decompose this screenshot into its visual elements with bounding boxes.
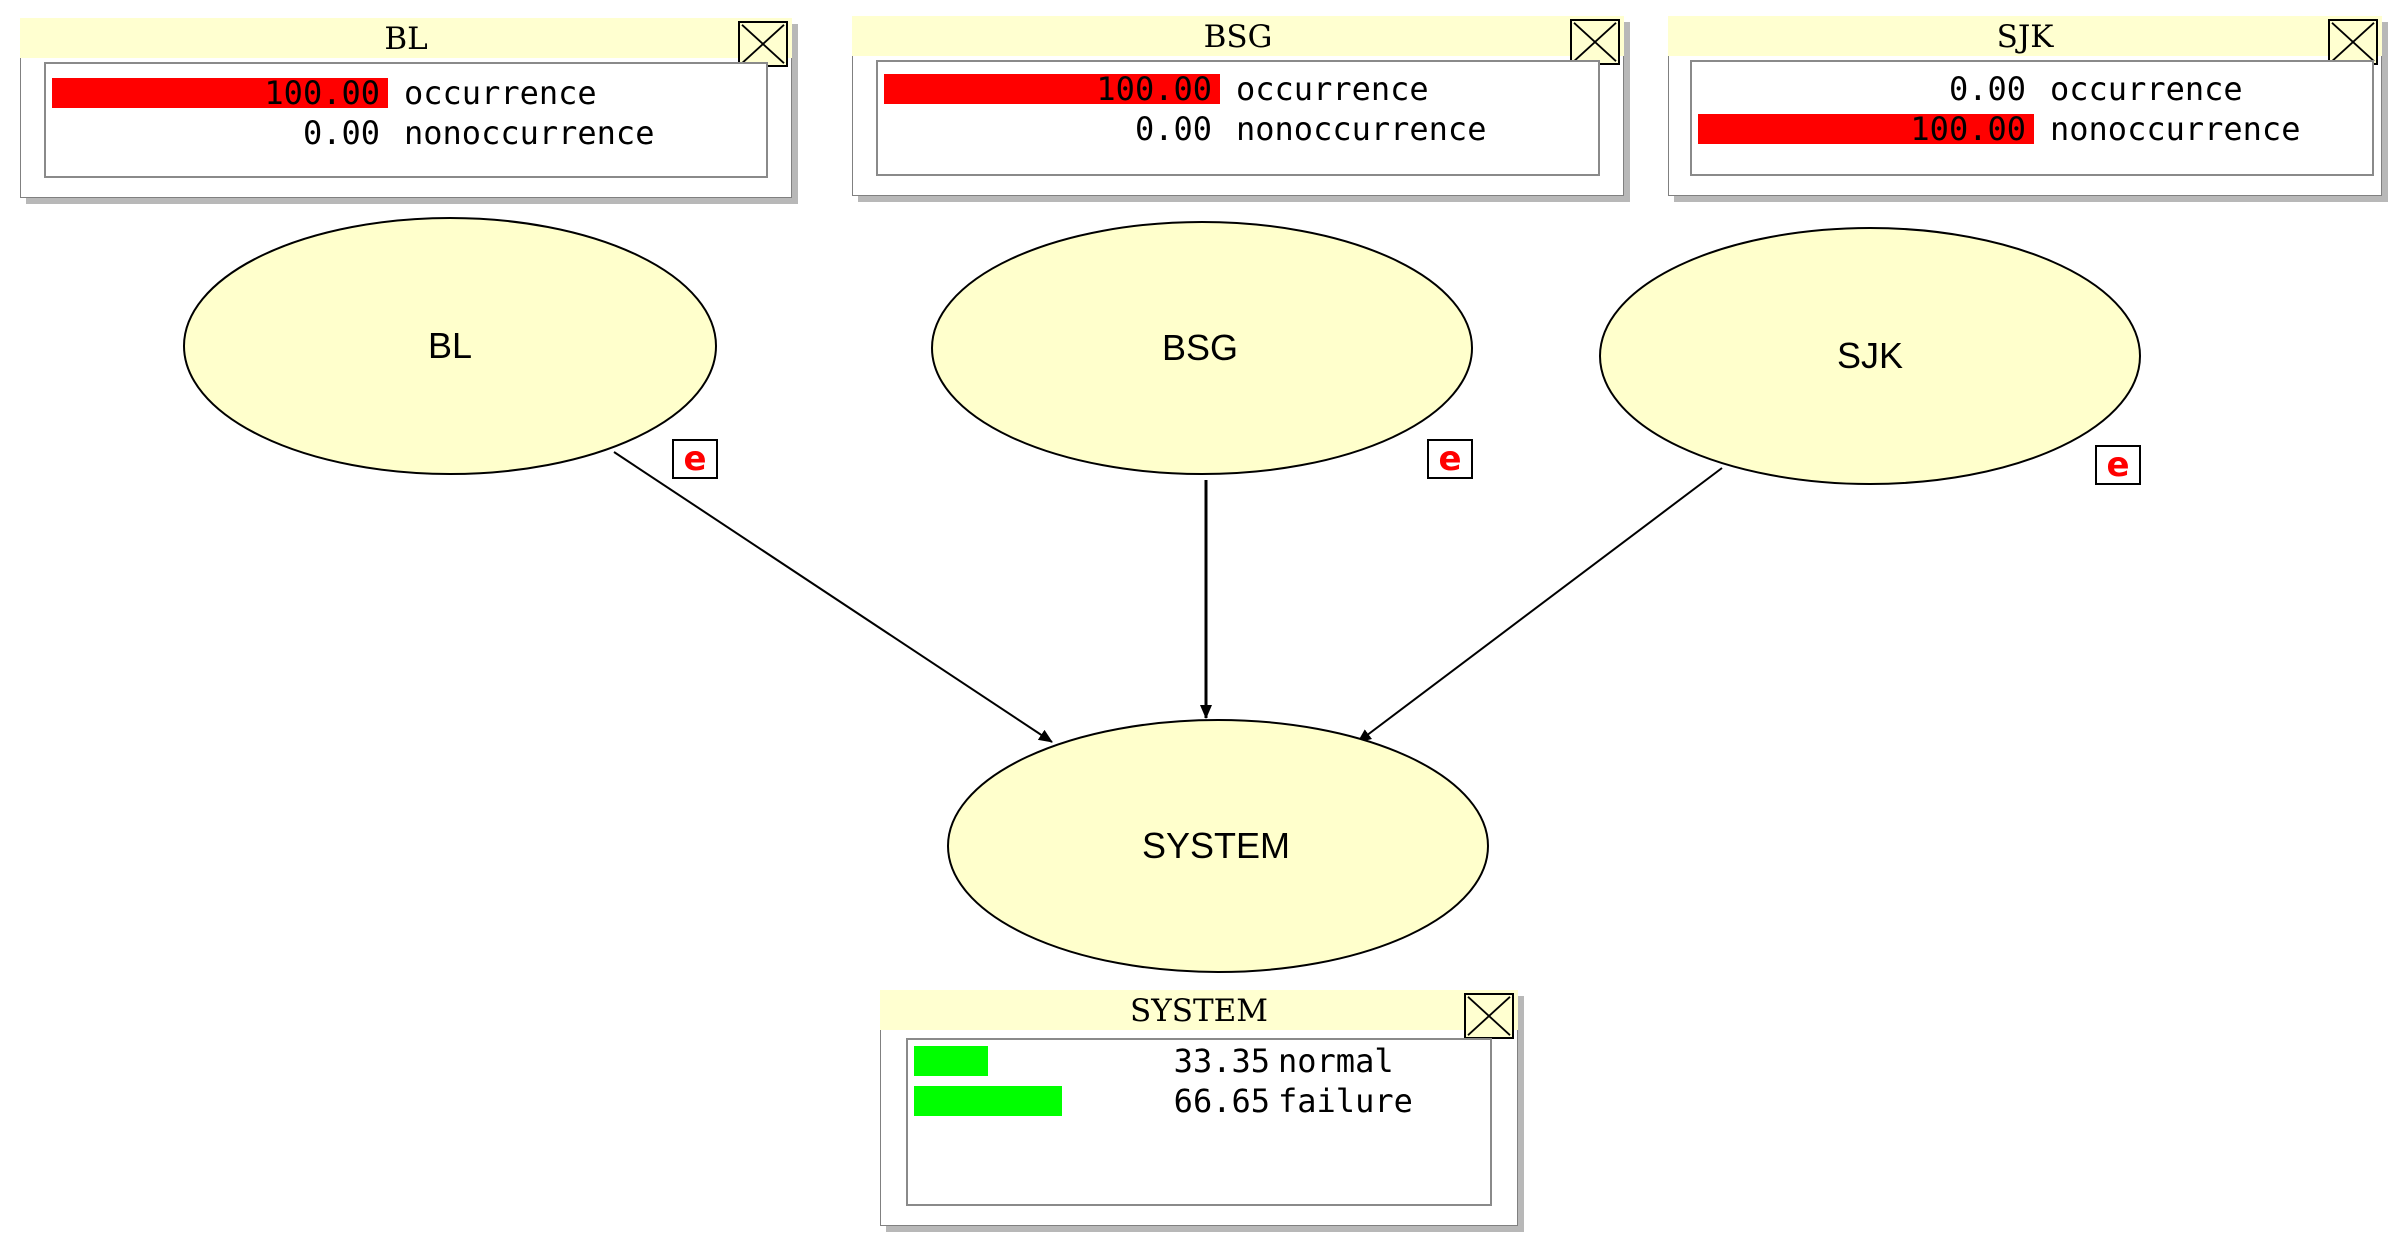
state-label: occurrence <box>404 74 597 112</box>
node-system-label: SYSTEM <box>1142 825 1290 866</box>
belief-value: 0.00 <box>1948 70 2026 108</box>
monitor-bsg[interactable]: BSG 100.00 occurrence 0.00 nonoccurrence <box>852 16 1630 202</box>
state-label: nonoccurrence <box>1236 110 1487 148</box>
belief-value: 33.35 <box>1173 1042 1270 1080</box>
state-row-occurrence: 100.00 occurrence <box>52 76 766 110</box>
belief-value: 100.00 <box>1910 110 2026 148</box>
belief-value: 0.00 <box>1134 110 1212 148</box>
monitor-bsg-states: 100.00 occurrence 0.00 nonoccurrence <box>876 60 1600 176</box>
belief-value: 100.00 <box>264 74 380 112</box>
evidence-marker-bsg[interactable]: e <box>1427 439 1473 479</box>
state-label: nonoccurrence <box>2050 110 2301 148</box>
belief-value: 100.00 <box>1096 70 1212 108</box>
monitor-sjk-title: SJK <box>1668 16 2382 56</box>
node-sjk-label: SJK <box>1837 335 1903 376</box>
state-row-occurrence: 0.00 occurrence <box>1698 72 2372 106</box>
node-bl-label: BL <box>428 325 472 366</box>
monitor-sjk[interactable]: SJK 0.00 occurrence 100.00 nonoccurrence <box>1668 16 2388 202</box>
monitor-system-title: SYSTEM <box>880 990 1518 1030</box>
monitor-bl-title: BL <box>20 18 792 58</box>
node-bl[interactable]: BL <box>183 217 717 475</box>
node-system[interactable]: SYSTEM <box>947 719 1489 973</box>
state-label: normal <box>1278 1042 1394 1080</box>
belief-bar <box>914 1086 1062 1116</box>
state-row-nonoccurrence: 0.00 nonoccurrence <box>884 112 1598 146</box>
evidence-marker-bsg-text: e <box>1438 439 1461 479</box>
evidence-marker-sjk-text: e <box>2106 445 2129 485</box>
monitor-system[interactable]: SYSTEM 33.35 normal 66.65 failure <box>880 990 1524 1232</box>
state-row-failure: 66.65 failure <box>914 1084 1490 1118</box>
close-icon[interactable] <box>738 21 788 67</box>
evidence-marker-bl[interactable]: e <box>672 439 718 479</box>
evidence-marker-sjk[interactable]: e <box>2095 445 2141 485</box>
state-label: occurrence <box>2050 70 2243 108</box>
arc-bl-to-system[interactable] <box>613 451 1053 743</box>
close-icon[interactable] <box>1464 993 1514 1039</box>
state-label: nonoccurrence <box>404 114 655 152</box>
close-icon[interactable] <box>2328 19 2378 65</box>
monitor-system-states: 33.35 normal 66.65 failure <box>906 1038 1492 1206</box>
node-bsg-label: BSG <box>1162 327 1238 368</box>
state-label: occurrence <box>1236 70 1429 108</box>
close-icon[interactable] <box>1570 19 1620 65</box>
monitor-bsg-title: BSG <box>852 16 1624 56</box>
monitor-sjk-states: 0.00 occurrence 100.00 nonoccurrence <box>1690 60 2374 176</box>
state-row-normal: 33.35 normal <box>914 1044 1490 1078</box>
belief-bar <box>1698 114 2034 144</box>
monitor-bl-states: 100.00 occurrence 0.00 nonoccurrence <box>44 62 768 178</box>
belief-bar <box>52 78 388 108</box>
node-bsg[interactable]: BSG <box>931 221 1473 475</box>
belief-value: 66.65 <box>1173 1082 1270 1120</box>
arc-sjk-to-system[interactable] <box>1357 467 1723 743</box>
monitor-bl[interactable]: BL 100.00 occurrence 0.00 nonoccurrence <box>20 18 798 204</box>
state-row-nonoccurrence: 0.00 nonoccurrence <box>52 116 766 150</box>
belief-bar <box>884 74 1220 104</box>
evidence-marker-bl-text: e <box>683 439 706 479</box>
belief-value: 0.00 <box>302 114 380 152</box>
state-label: failure <box>1278 1082 1413 1120</box>
state-row-nonoccurrence: 100.00 nonoccurrence <box>1698 112 2372 146</box>
state-row-occurrence: 100.00 occurrence <box>884 72 1598 106</box>
node-sjk[interactable]: SJK <box>1599 227 2141 485</box>
belief-bar <box>914 1046 989 1076</box>
